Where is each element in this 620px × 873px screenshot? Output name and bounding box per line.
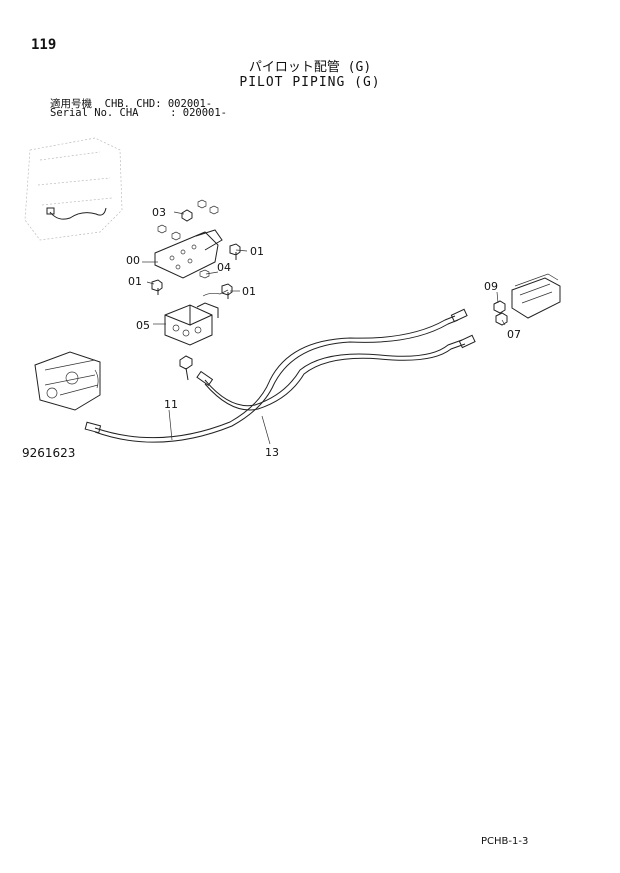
hoses — [84, 308, 476, 443]
serial-applicability-line: 適用号機 CHB. CHD: 002001- — [50, 98, 213, 110]
callout-01-right: 01 — [242, 285, 256, 298]
figure-number: 9261623 — [22, 446, 76, 460]
nut-parts — [157, 199, 219, 241]
callout-05: 05 — [136, 319, 150, 332]
callout-leaders — [142, 211, 506, 445]
page-number: 119 — [31, 37, 57, 53]
callout-09: 09 — [484, 280, 498, 293]
callout-01-left: 01 — [128, 275, 142, 288]
elbow-fitting — [179, 355, 193, 381]
serial-number-line: Serial No. CHA : 020001- — [50, 107, 228, 119]
callout-04: 04 — [217, 261, 231, 274]
callout-00: 00 — [126, 254, 140, 267]
solenoid-valve — [164, 289, 229, 346]
callout-01-top: 01 — [250, 245, 264, 258]
callout-13: 13 — [265, 446, 279, 459]
callout-11: 11 — [164, 398, 178, 411]
machine-body-outline — [24, 137, 123, 241]
callout-03: 03 — [152, 206, 166, 219]
page-code: PCHB-1-3 — [481, 836, 529, 847]
pilot-valve-right — [493, 273, 561, 326]
callout-07: 07 — [507, 328, 521, 341]
page-title-japanese: パイロット配管 (G) — [248, 60, 372, 75]
page-title: PILOT PIPING (G) — [239, 75, 381, 90]
bracket-plate — [154, 229, 223, 279]
bolt-parts — [151, 243, 241, 299]
control-valve-body — [34, 351, 101, 411]
